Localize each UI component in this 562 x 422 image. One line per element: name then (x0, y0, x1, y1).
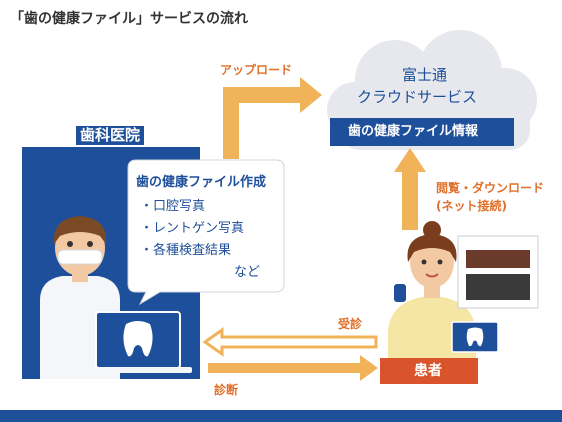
patient-laptop (451, 321, 499, 353)
browse-label: 閲覧・ダウンロード (436, 181, 545, 195)
cloud-name: 富士通 (402, 66, 448, 84)
upload-arrow (223, 77, 322, 159)
bubble-item: ・レントゲン写真 (140, 221, 245, 236)
bottom-strip (0, 410, 562, 422)
browse-sublabel: (ネット接続) (436, 199, 507, 213)
bubble-item: ・口腔写真 (140, 199, 206, 214)
patient-label-box (380, 358, 478, 384)
clinic-label: 歯科医院 (76, 126, 145, 145)
patient-label: 患者 (414, 363, 442, 379)
diagnosis-label: 診断 (214, 383, 239, 397)
bubble-item: ・各種検査結果 (140, 243, 232, 258)
doctor-laptop (84, 311, 192, 373)
speech-bubble (127, 159, 285, 306)
page-title: 「歯の健康ファイル」サービスの流れ (10, 11, 248, 27)
cloud-service-name: クラウドサービス (357, 88, 478, 106)
browse-arrow (394, 148, 426, 230)
visit-label: 受診 (338, 317, 363, 331)
diagnosis-arrow (208, 355, 378, 381)
bubble-heading: 歯の健康ファイル作成 (136, 175, 267, 190)
dental-record-sheet (457, 235, 539, 309)
upload-label: アップロード (220, 63, 293, 77)
cloud-info-label: 歯の健康ファイル情報 (348, 124, 479, 139)
cloud-info-bar (330, 118, 514, 146)
bubble-etc: など (234, 265, 261, 280)
visit-arrow (202, 327, 378, 357)
